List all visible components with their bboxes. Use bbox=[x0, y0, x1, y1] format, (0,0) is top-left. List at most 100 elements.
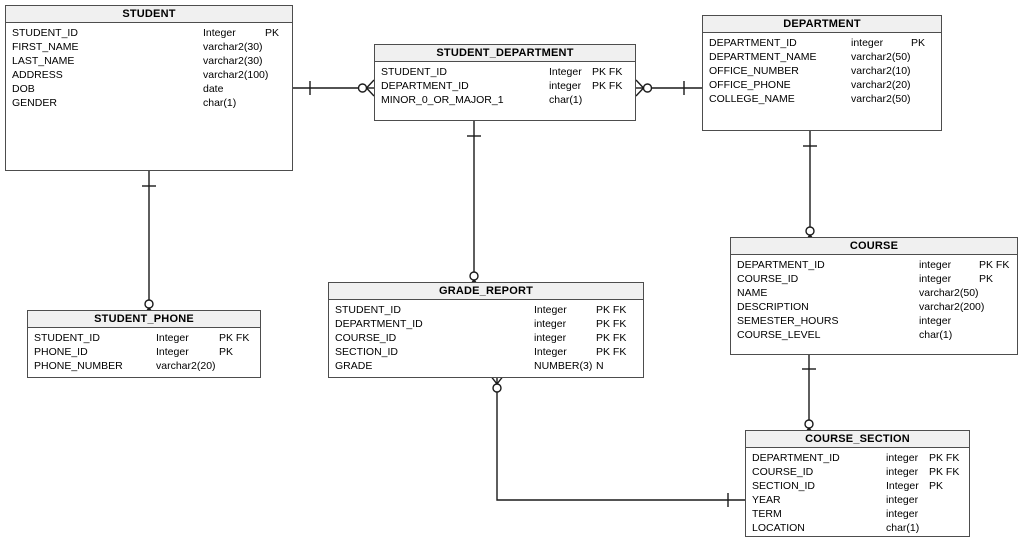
attribute-name: LOCATION bbox=[752, 522, 805, 534]
attribute-row: PHONE_ID Integer PK bbox=[28, 345, 260, 359]
attribute-name: DEPARTMENT_NAME bbox=[709, 51, 817, 63]
entity-student-phone[interactable]: STUDENT_PHONE STUDENT_ID Integer PK FK P… bbox=[27, 310, 261, 378]
attribute-type: varchar2(10) bbox=[851, 65, 911, 77]
attribute-type: varchar2(20) bbox=[156, 360, 216, 372]
attribute-row: GENDER char(1) bbox=[6, 96, 292, 110]
attribute-key: PK bbox=[929, 480, 944, 492]
attribute-name: MINOR_0_OR_MAJOR_1 bbox=[381, 94, 504, 106]
attribute-key: PK bbox=[219, 346, 234, 358]
attribute-row: COURSE_ID integer PK FK bbox=[746, 465, 969, 479]
attribute-name: SEMESTER_HOURS bbox=[737, 315, 839, 327]
attribute-name: OFFICE_NUMBER bbox=[709, 65, 799, 77]
attribute-key: PK FK bbox=[596, 346, 627, 358]
attribute-type: varchar2(50) bbox=[919, 287, 979, 299]
attribute-row: DEPARTMENT_ID integer PK FK bbox=[746, 451, 969, 465]
attribute-name: PHONE_ID bbox=[34, 346, 88, 358]
entity-grade-report-title: GRADE_REPORT bbox=[329, 283, 643, 300]
attribute-type: char(1) bbox=[886, 522, 920, 534]
attribute-row: SEMESTER_HOURS integer bbox=[731, 314, 1017, 328]
attribute-row: SECTION_ID Integer PK FK bbox=[329, 345, 643, 359]
attribute-type: integer bbox=[919, 259, 952, 271]
entity-grade-report[interactable]: GRADE_REPORT STUDENT_ID Integer PK FK DE… bbox=[328, 282, 644, 378]
attribute-type: integer bbox=[886, 494, 919, 506]
attribute-row: DEPARTMENT_NAME varchar2(50) bbox=[703, 50, 941, 64]
attribute-row: OFFICE_PHONE varchar2(20) bbox=[703, 78, 941, 92]
attribute-type: Integer bbox=[534, 346, 567, 358]
attribute-row: DEPARTMENT_ID integer PK FK bbox=[375, 79, 635, 93]
attribute-type: integer bbox=[886, 466, 919, 478]
relationship-department-student-department bbox=[635, 79, 702, 97]
attribute-name: STUDENT_ID bbox=[335, 304, 401, 316]
attribute-row: STUDENT_ID Integer PK FK bbox=[28, 331, 260, 345]
entity-course-section-attributes: DEPARTMENT_ID integer PK FK COURSE_ID in… bbox=[746, 448, 969, 535]
attribute-type: Integer bbox=[156, 332, 189, 344]
attribute-type: integer bbox=[549, 80, 582, 92]
attribute-type: Integer bbox=[549, 66, 582, 78]
relationship-course-course-section bbox=[801, 355, 817, 438]
attribute-type: varchar2(50) bbox=[851, 93, 911, 105]
attribute-row: FIRST_NAME varchar2(30) bbox=[6, 40, 292, 54]
attribute-row: STUDENT_ID Integer PK FK bbox=[375, 65, 635, 79]
attribute-name: SECTION_ID bbox=[335, 346, 399, 358]
attribute-key: PK FK bbox=[929, 452, 960, 464]
relationship-department-course bbox=[802, 131, 818, 245]
attribute-name: SECTION_ID bbox=[752, 480, 816, 492]
entity-course[interactable]: COURSE DEPARTMENT_ID integer PK FK COURS… bbox=[730, 237, 1018, 355]
attribute-row: COURSE_LEVEL char(1) bbox=[731, 328, 1017, 342]
attribute-type: varchar2(50) bbox=[851, 51, 911, 63]
entity-student-attributes: STUDENT_ID Integer PK FIRST_NAME varchar… bbox=[6, 23, 292, 110]
attribute-name: LAST_NAME bbox=[12, 55, 75, 67]
attribute-row: COURSE_ID integer PK FK bbox=[329, 331, 643, 345]
entity-student-title: STUDENT bbox=[6, 6, 292, 23]
attribute-row: COLLEGE_NAME varchar2(50) bbox=[703, 92, 941, 106]
attribute-key: PK FK bbox=[979, 259, 1010, 271]
attribute-name: COURSE_LEVEL bbox=[737, 329, 821, 341]
attribute-name: COURSE_ID bbox=[737, 273, 799, 285]
relationship-grade-report-course-section bbox=[489, 374, 745, 507]
attribute-row: STUDENT_ID Integer PK bbox=[6, 26, 292, 40]
attribute-key: PK bbox=[265, 27, 280, 39]
attribute-name: COLLEGE_NAME bbox=[709, 93, 795, 105]
entity-student-department[interactable]: STUDENT_DEPARTMENT STUDENT_ID Integer PK… bbox=[374, 44, 636, 121]
attribute-type: Integer bbox=[886, 480, 919, 492]
attribute-key: PK FK bbox=[929, 466, 960, 478]
attribute-type: date bbox=[203, 83, 224, 95]
attribute-key: PK FK bbox=[592, 80, 623, 92]
attribute-name: STUDENT_ID bbox=[12, 27, 78, 39]
attribute-type: integer bbox=[534, 332, 567, 344]
attribute-row: LOCATION char(1) bbox=[746, 521, 969, 535]
attribute-type: NUMBER(3) bbox=[534, 360, 593, 372]
entity-student-department-title: STUDENT_DEPARTMENT bbox=[375, 45, 635, 62]
attribute-name: DEPARTMENT_ID bbox=[381, 80, 469, 92]
attribute-name: STUDENT_ID bbox=[34, 332, 100, 344]
attribute-name: DEPARTMENT_ID bbox=[752, 452, 840, 464]
attribute-name: DEPARTMENT_ID bbox=[737, 259, 825, 271]
attribute-row: COURSE_ID integer PK bbox=[731, 272, 1017, 286]
relationship-student-student-department bbox=[293, 79, 375, 97]
attribute-type: varchar2(30) bbox=[203, 55, 263, 67]
attribute-key: N bbox=[596, 360, 604, 372]
attribute-row: MINOR_0_OR_MAJOR_1 char(1) bbox=[375, 93, 635, 107]
attribute-row: ADDRESS varchar2(100) bbox=[6, 68, 292, 82]
attribute-row: DEPARTMENT_ID integer PK FK bbox=[329, 317, 643, 331]
entity-student-phone-attributes: STUDENT_ID Integer PK FK PHONE_ID Intege… bbox=[28, 328, 260, 373]
attribute-row: NAME varchar2(50) bbox=[731, 286, 1017, 300]
attribute-name: PHONE_NUMBER bbox=[34, 360, 123, 372]
attribute-name: GRADE bbox=[335, 360, 373, 372]
attribute-key: PK FK bbox=[596, 318, 627, 330]
attribute-type: Integer bbox=[534, 304, 567, 316]
attribute-name: NAME bbox=[737, 287, 768, 299]
attribute-type: integer bbox=[534, 318, 567, 330]
relationship-student-student-phone bbox=[141, 171, 157, 318]
attribute-key: PK bbox=[911, 37, 926, 49]
entity-course-section[interactable]: COURSE_SECTION DEPARTMENT_ID integer PK … bbox=[745, 430, 970, 537]
attribute-row: DEPARTMENT_ID integer PK FK bbox=[731, 258, 1017, 272]
attribute-row: YEAR integer bbox=[746, 493, 969, 507]
entity-student[interactable]: STUDENT STUDENT_ID Integer PK FIRST_NAME… bbox=[5, 5, 293, 171]
entity-course-title: COURSE bbox=[731, 238, 1017, 255]
attribute-row: STUDENT_ID Integer PK FK bbox=[329, 303, 643, 317]
entity-department-title: DEPARTMENT bbox=[703, 16, 941, 33]
entity-department[interactable]: DEPARTMENT DEPARTMENT_ID integer PK DEPA… bbox=[702, 15, 942, 131]
attribute-row: LAST_NAME varchar2(30) bbox=[6, 54, 292, 68]
